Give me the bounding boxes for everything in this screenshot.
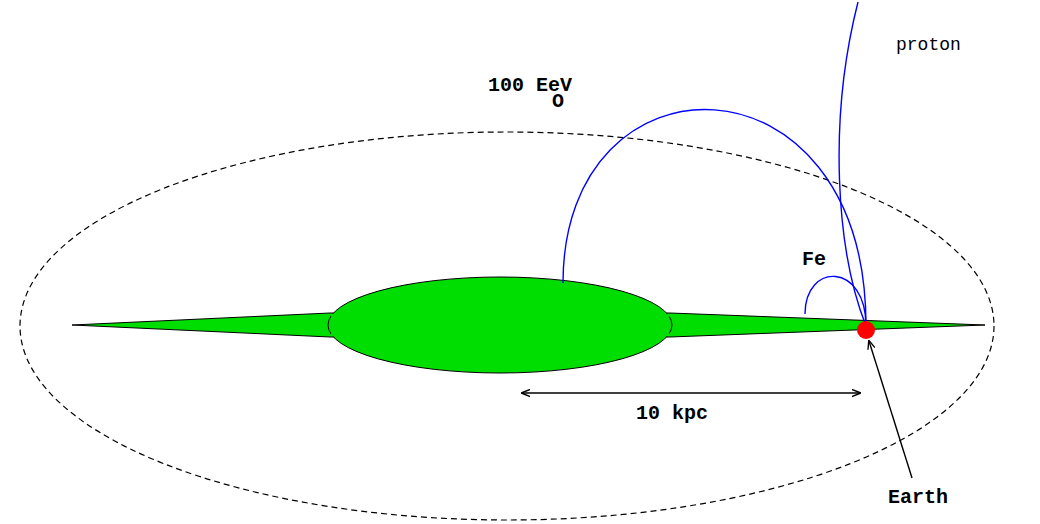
earth-pointer (869, 341, 912, 478)
oxygen-trajectory (563, 110, 866, 326)
figure-label: Earth (888, 488, 948, 508)
proton-trajectory (839, 2, 866, 326)
galactic-disk (72, 313, 985, 337)
scale-arrow (522, 392, 860, 393)
earth-dot (857, 321, 875, 339)
iron-trajectory (805, 276, 866, 326)
halo-boundary (20, 132, 994, 520)
disk-fill (331, 314, 669, 336)
figure-label: proton (896, 36, 961, 54)
galactic-bulge (328, 277, 672, 373)
figure-label: Fe (802, 250, 826, 270)
figure-label: O (552, 92, 564, 112)
figure-label: 10 kpc (636, 404, 708, 424)
